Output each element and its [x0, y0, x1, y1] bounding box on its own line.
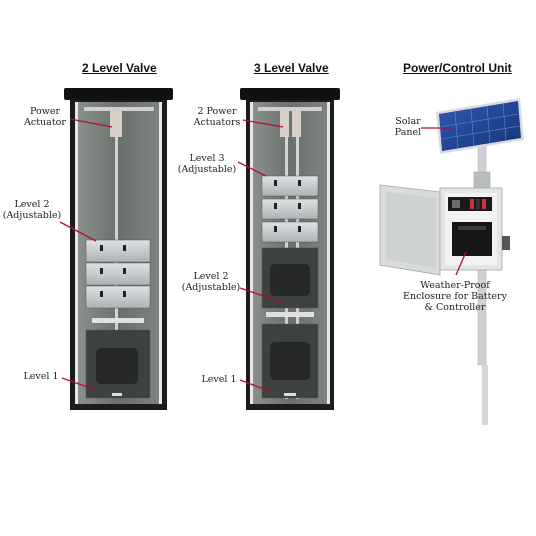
heading-power-control-unit: Power/Control Unit [403, 61, 512, 75]
power-actuator [292, 111, 301, 137]
level2-plate [85, 239, 151, 263]
label-line: 2 Power [197, 106, 237, 117]
leader-lines [59, 118, 467, 393]
label-line: Enclosure for Battery [403, 291, 507, 302]
label-level3: Level 3 (Adjustable) [176, 153, 238, 175]
label-line: Level 2 [14, 199, 50, 210]
label-level1-three-level: Level 1 [201, 374, 237, 385]
label-line: Solar [395, 116, 421, 127]
leader-line [237, 161, 267, 177]
leader-line [242, 119, 284, 128]
label-line: (Adjustable) [2, 210, 62, 221]
leader-line [239, 287, 285, 304]
level3-plate [261, 175, 319, 197]
leader-line [455, 251, 467, 276]
label-line: & Controller [424, 302, 486, 313]
level2-plate [85, 262, 151, 286]
power-actuator [110, 111, 122, 137]
label-solar-panel: Solar Panel [390, 116, 426, 138]
leader-line [61, 377, 97, 391]
label-two-power-actuators: 2 Power Actuators [188, 106, 246, 128]
leader-line [239, 379, 273, 393]
power-control-unit [379, 98, 524, 425]
label-power-actuator: Power Actuator [20, 106, 70, 128]
level2-plate [85, 285, 151, 309]
solar-panel [436, 98, 524, 154]
label-level2-two-level: Level 2 (Adjustable) [2, 199, 62, 221]
label-weather-proof-enclosure: Weather-Proof Enclosure for Battery & Co… [400, 280, 510, 313]
level3-plate [261, 198, 319, 220]
label-line: (Adjustable) [181, 282, 241, 293]
power-actuator [280, 111, 289, 137]
label-line: Actuator [24, 117, 66, 128]
two-level-valve [64, 88, 173, 410]
label-line: Level 2 [193, 271, 229, 282]
label-line: Level 3 [189, 153, 225, 164]
weather-proof-enclosure [379, 184, 510, 276]
label-line: Actuators [193, 117, 241, 128]
level3-plate [261, 221, 319, 243]
label-level2-three-level: Level 2 (Adjustable) [180, 271, 242, 293]
leader-line [59, 221, 97, 242]
heading-two-level-valve: 2 Level Valve [82, 61, 157, 75]
label-line: Weather-Proof [420, 280, 490, 291]
heading-three-level-valve: 3 Level Valve [254, 61, 329, 75]
label-line: (Adjustable) [177, 164, 237, 175]
leader-line [69, 118, 113, 128]
three-level-valve [240, 88, 340, 410]
label-level1-two-level: Level 1 [23, 371, 59, 382]
label-line: Power [29, 106, 61, 117]
label-line: Panel [394, 127, 422, 138]
